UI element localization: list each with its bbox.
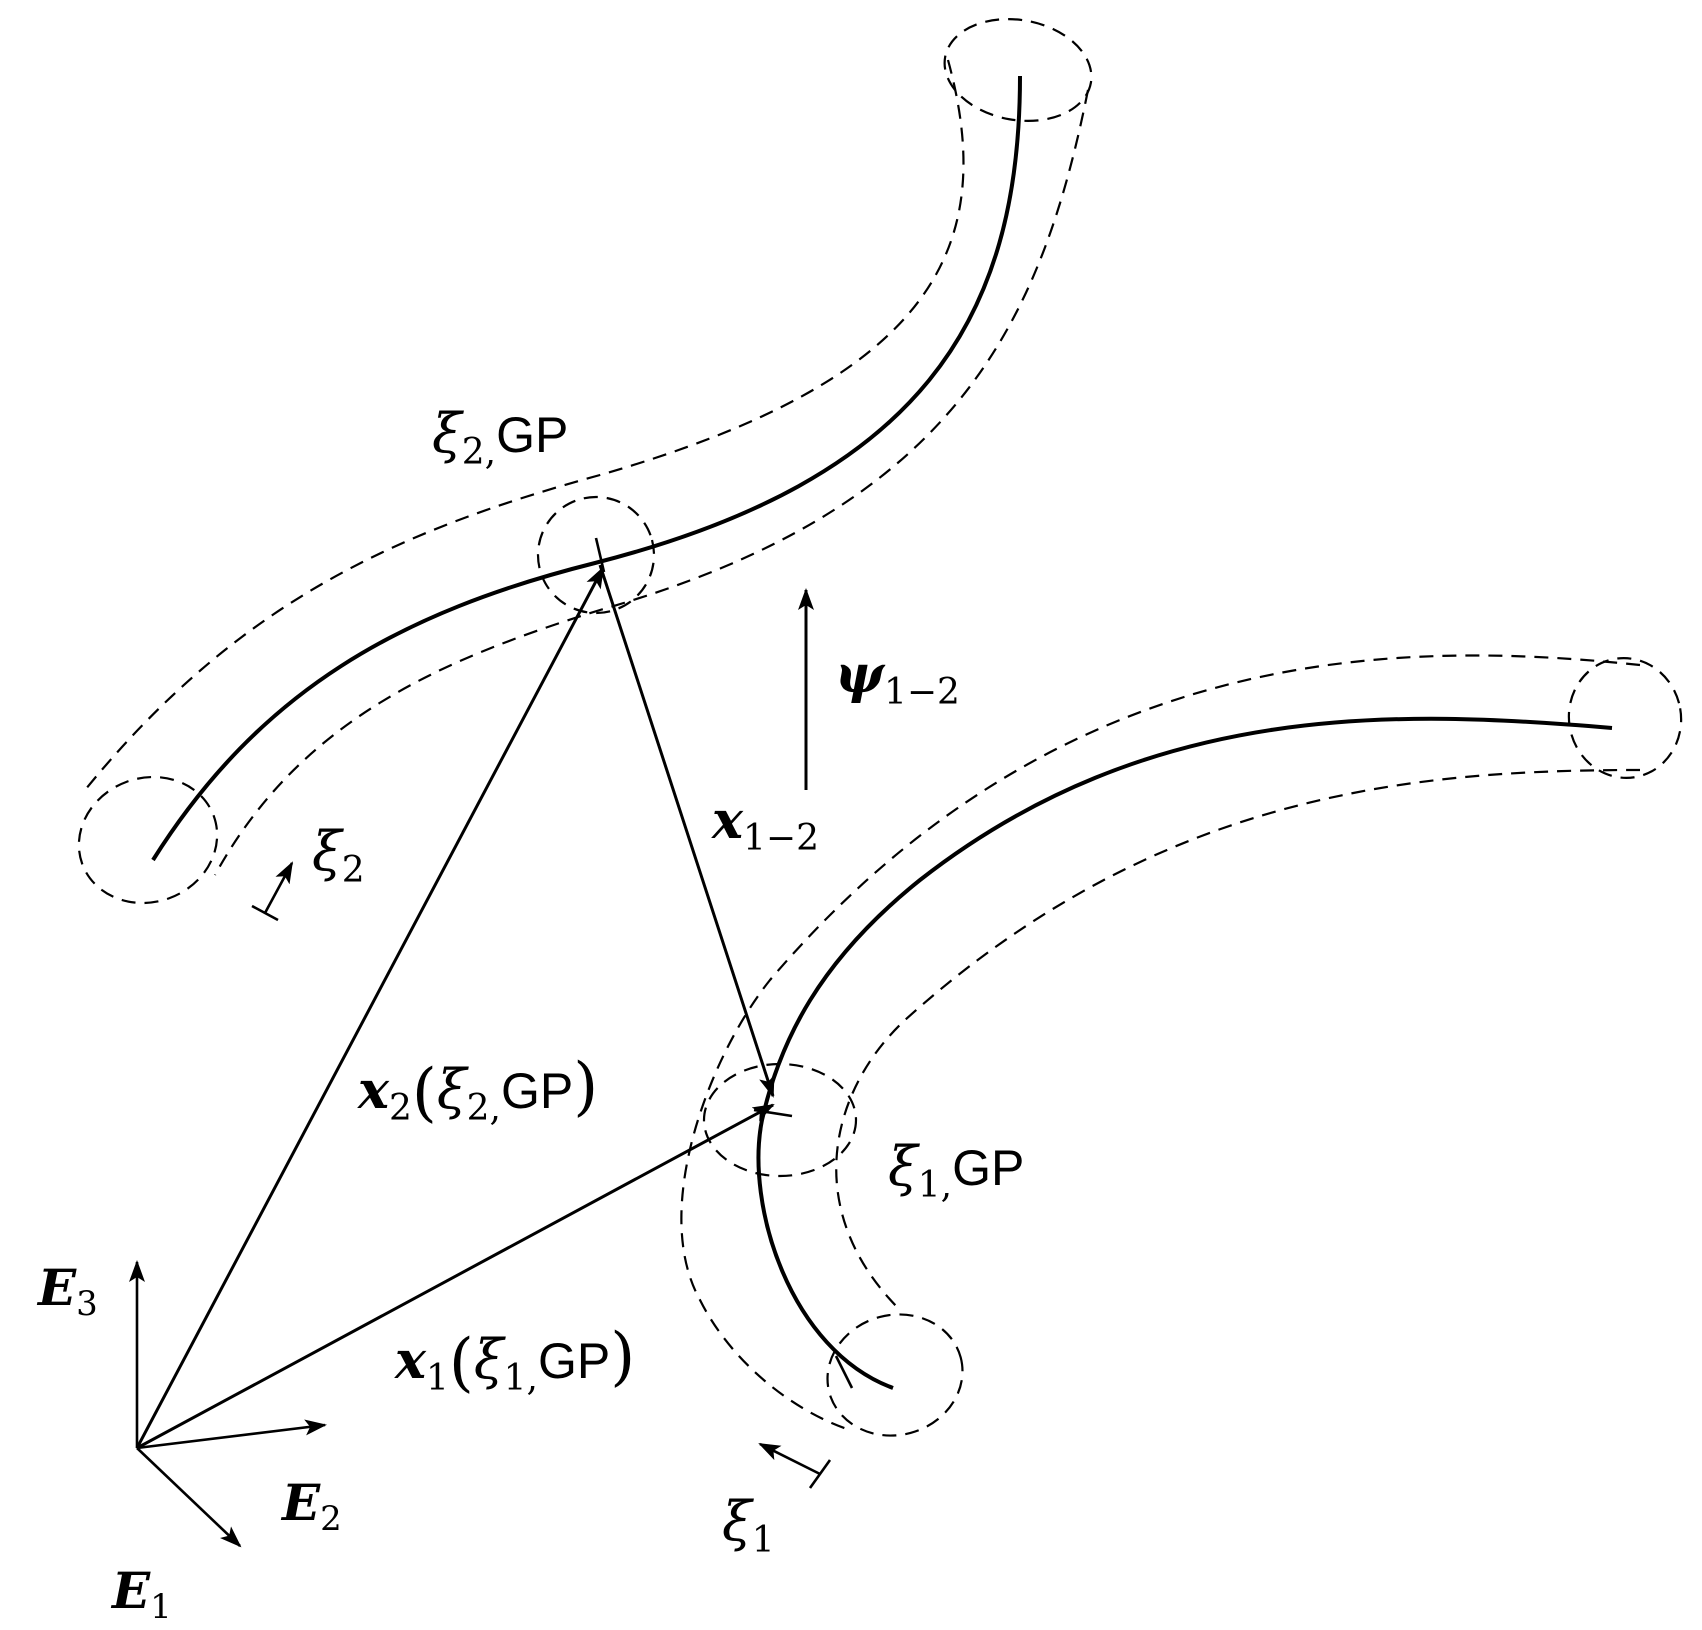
x2-of-xi2-gp-label: x2(ξ2,GP): [357, 1050, 598, 1130]
xi2-gp-tick: [594, 537, 606, 573]
beam-2-tube: [77, 18, 1093, 905]
beam-1-tube-inner-edge: [835, 768, 1641, 1311]
x2-position-vector: [135, 566, 605, 1449]
beam-2-tube-outer-edge: [84, 59, 965, 791]
beam-1-end-cross-section-bottom: [826, 1313, 964, 1437]
xi1-gp-tick: [753, 1108, 793, 1118]
e2-label: E2: [280, 1473, 342, 1539]
beam-2-centerline: [151, 75, 1022, 862]
e2-basis-arrow: [136, 1419, 327, 1450]
xi2-label: ξ2: [312, 820, 365, 891]
basis-vectors: [129, 1260, 327, 1548]
beam-1-centerline: [756, 716, 1613, 1390]
x1-2-gap-vector: [598, 564, 775, 1098]
contact-vectors: [135, 564, 814, 1450]
xi2-base-tick: [251, 904, 279, 922]
beam-1-tube: [680, 654, 1683, 1437]
beam-2-end-cross-section-bottom: [77, 775, 219, 905]
x-1-2-label: x1−2: [711, 790, 819, 859]
beam-1-end-tick: [834, 1355, 854, 1389]
beam-1-cross-section-contact: [702, 1062, 858, 1178]
xi2-direction-arrow: [263, 861, 294, 914]
xi1-base-tick: [808, 1459, 832, 1489]
xi1-direction-arrow: [758, 1442, 821, 1476]
xi1-gp-label: ξ1,GP: [888, 1135, 1024, 1206]
psi-1-2-label: ψ1−2: [835, 644, 960, 713]
e3-label: E3: [36, 1258, 98, 1324]
beam-1-tube-outer-edge: [680, 654, 1641, 1432]
e1-label: E1: [110, 1561, 172, 1627]
labels: E3 E2 E1 ξ2,GP ξ1,GP ξ2 ξ1 ψ1−2 x1−2 x2(…: [36, 402, 1024, 1627]
beam-centerlines: [151, 75, 1613, 1390]
xi1-label: ξ1: [722, 1490, 775, 1561]
x1-of-xi1-gp-label: x1(ξ1,GP): [394, 1320, 635, 1400]
beam-1-end-cross-section-right: [1567, 657, 1683, 779]
beam-2-cross-section-contact: [536, 495, 656, 615]
xi2-gp-label: ξ2,GP: [432, 402, 568, 473]
x1-position-vector: [136, 1103, 775, 1450]
e1-basis-arrow: [136, 1447, 242, 1548]
beam-2-end-cross-section-top: [943, 18, 1093, 122]
beam-2-tube-inner-edge: [214, 89, 1090, 876]
parameter-arrows: [251, 861, 832, 1489]
contact-point-ticks: [594, 537, 854, 1389]
